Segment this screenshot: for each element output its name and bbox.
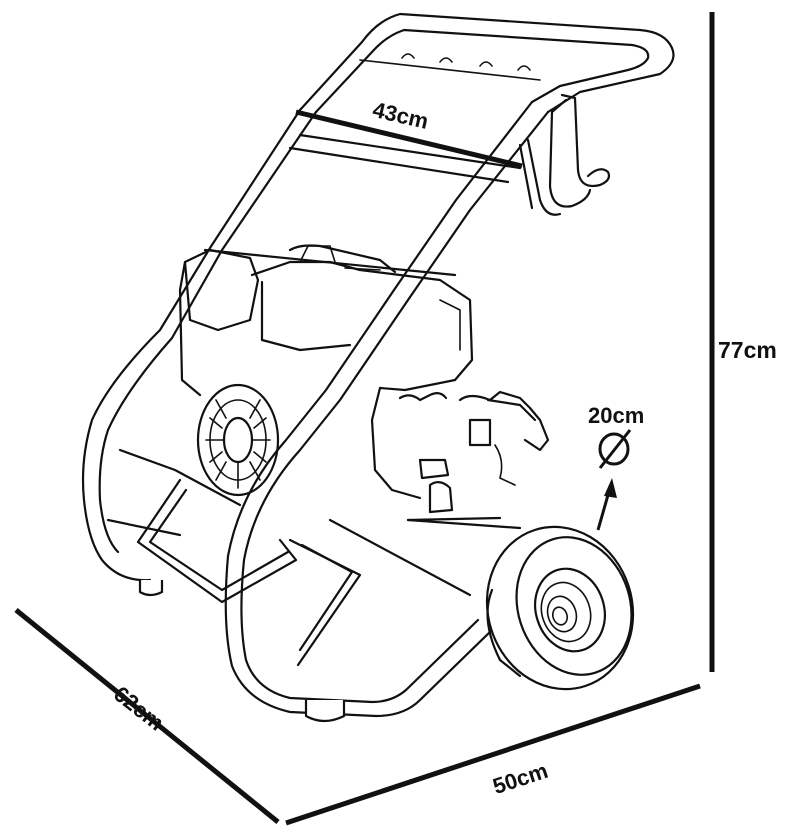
height-label: 77cm bbox=[718, 337, 777, 363]
engine bbox=[178, 244, 474, 397]
wheel-diameter-arrow bbox=[596, 478, 617, 531]
top-width-line bbox=[295, 109, 523, 169]
depth-line bbox=[14, 608, 280, 824]
frame-left-tube bbox=[81, 108, 318, 582]
frame-front-tube bbox=[224, 100, 550, 718]
pressure-washer-drawing bbox=[81, 12, 675, 723]
recoil-starter bbox=[196, 383, 280, 497]
dimension-lines bbox=[14, 12, 715, 826]
width-label: 50cm bbox=[490, 758, 551, 799]
base-tray bbox=[106, 448, 522, 667]
wheel-diameter-label: 20cm bbox=[588, 403, 644, 428]
diameter-icon bbox=[598, 429, 632, 469]
wheel bbox=[485, 525, 635, 691]
top-width-label: 43cm bbox=[370, 97, 430, 134]
width-line bbox=[285, 683, 701, 826]
feet bbox=[138, 580, 346, 723]
hose-hook bbox=[518, 93, 611, 216]
handle-bar bbox=[298, 12, 675, 114]
pump-assembly bbox=[370, 386, 550, 522]
